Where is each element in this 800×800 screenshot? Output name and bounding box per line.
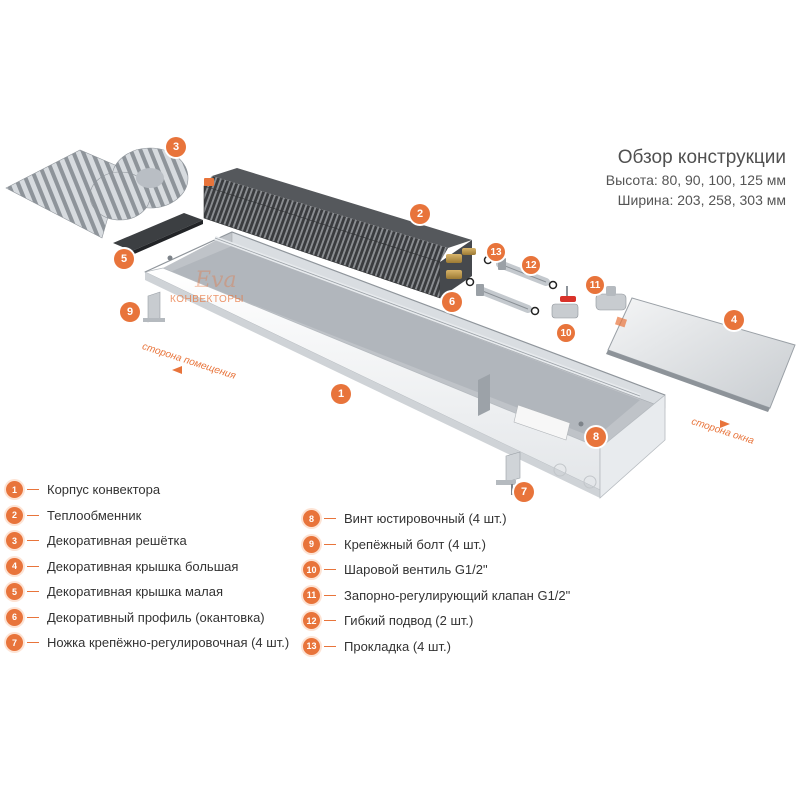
brand-watermark: КОНВЕКТОРЫ [170,294,244,305]
overview-height: Высота: 80, 90, 100, 125 мм [605,172,786,188]
legend-item: 4 Декоративная крышка большая [6,554,289,580]
legend-label: Прокладка (4 шт.) [344,638,451,654]
legend-item: 12 Гибкий подвод (2 шт.) [303,608,570,634]
large-cover-part [606,297,796,412]
legend-number: 10 [303,561,320,579]
overview-title: Обзор конструкции [617,147,786,168]
legend-label: Винт юстировочный (4 шт.) [344,511,507,527]
callout-3: 3 [166,137,186,157]
callout-10: 10 [557,324,575,342]
shutoff-valve-part [595,286,627,311]
legend-label: Декоративная решётка [47,533,187,549]
room-side-arrow [172,366,182,374]
legend-number: 5 [6,583,23,601]
legend-item: 3 Декоративная решётка [6,528,289,554]
legend-item: 6 Декоративный профиль (окантовка) [6,605,289,631]
legend-label: Декоративная крышка малая [47,584,223,600]
legend-number: 11 [303,586,320,604]
construction-overview: Обзор конструкции Высота: 80, 90, 100, 1… [606,146,786,210]
legend-right: 8 Винт юстировочный (4 шт.) 9 Крепёжный бо… [303,506,570,659]
legend-item: 2 Теплообменник [6,503,289,529]
legend-label: Корпус конвектора [47,482,161,498]
legend-item: 1 Корпус конвектора [6,477,289,503]
heat-exchanger-part [203,168,476,299]
callout-5: 5 [114,249,134,269]
legend-label: Запорно-регулирующий клапан G1/2" [344,587,571,603]
legend-label: Теплообменник [47,507,142,523]
callout-8: 8 [586,427,606,447]
window-side-arrow [720,420,730,428]
callout-6: 6 [442,292,462,312]
legend-number: 13 [303,637,320,655]
legend-item: 8 Винт юстировочный (4 шт.) [303,506,570,532]
callout-1: 1 [331,384,351,404]
legend-label: Декоративная крышка большая [47,558,239,574]
legend-number: 8 [303,510,320,528]
decorative-grille-part [5,147,189,239]
legend-item: 10 Шаровой вентиль G1/2" [303,557,570,583]
adjustable-leg-part [496,451,521,495]
overview-width: Ширина: 203, 258, 303 мм [617,192,786,208]
legend-number: 9 [303,535,320,553]
callout-7: 7 [514,482,534,502]
callout-2: 2 [410,204,430,224]
legend-number: 6 [6,608,23,626]
legend-item: 7 Ножка крепёжно-регулировочная (4 шт.) [6,630,289,656]
callout-11: 11 [586,276,604,294]
legend-label: Ножка крепёжно-регулировочная (4 шт.) [47,635,290,651]
legend-item: 13 Прокладка (4 шт.) [303,634,570,660]
legend-label: Крепёжный болт (4 шт.) [344,536,486,552]
small-cover-part [113,213,203,255]
legend-label: Гибкий подвод (2 шт.) [344,613,474,629]
callout-12: 12 [522,256,540,274]
mounting-bolt-part [143,291,165,323]
legend-item: 9 Крепёжный болт (4 шт.) [303,532,570,558]
legend-number: 12 [303,612,320,630]
legend-number: 3 [6,532,23,550]
legend-number: 2 [6,506,23,524]
legend-number: 1 [6,481,23,499]
legend-item: 5 Декоративная крышка малая [6,579,289,605]
flexible-hoses-part [476,258,550,313]
callout-4: 4 [724,310,744,330]
legend-label: Шаровой вентиль G1/2" [344,562,488,578]
callout-9: 9 [120,302,140,322]
legend-number: 7 [6,634,23,652]
callout-13: 13 [487,243,505,261]
legend-item: 11 Запорно-регулирующий клапан G1/2" [303,583,570,609]
convector-body-part [143,231,666,499]
legend-label: Декоративный профиль (окантовка) [47,609,265,625]
legend-number: 4 [6,557,23,575]
ball-valve-part [551,286,579,319]
brand-watermark-script: Eva [195,268,237,293]
